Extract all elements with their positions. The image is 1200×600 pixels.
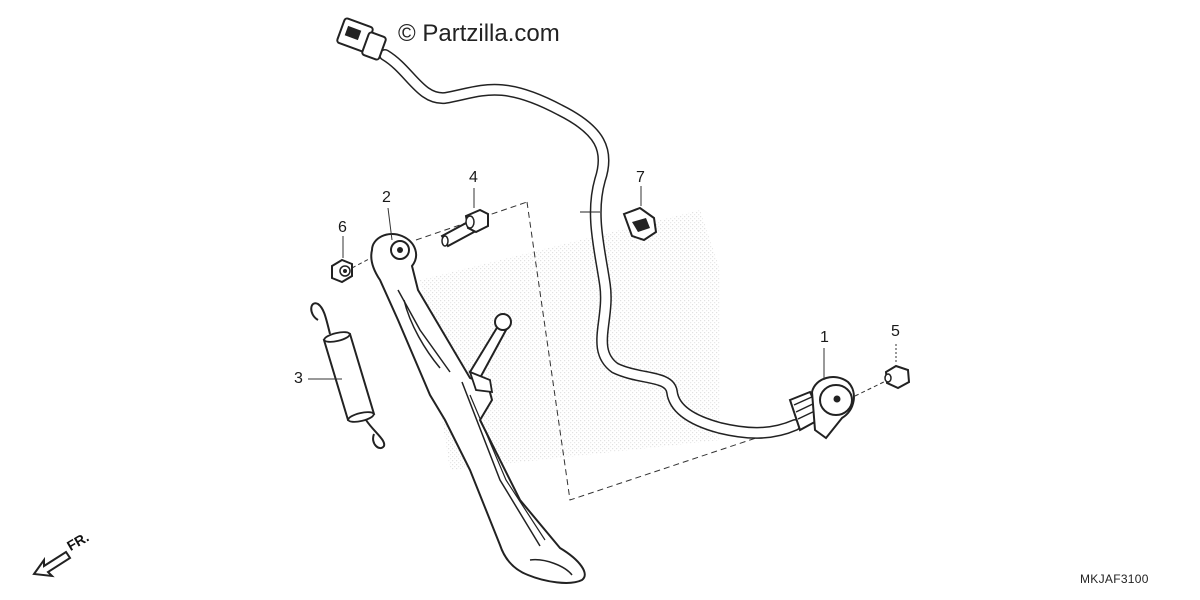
side-stand-switch bbox=[788, 376, 855, 440]
callout-4: 4 bbox=[469, 169, 478, 186]
copyright-watermark: © Partzilla.com bbox=[398, 20, 560, 47]
leader-2 bbox=[387, 207, 393, 241]
callout-2: 2 bbox=[382, 189, 391, 206]
callout-5: 5 bbox=[891, 323, 900, 340]
callout-7: 7 bbox=[636, 169, 645, 186]
callout-1: 1 bbox=[820, 329, 829, 346]
wire-harness bbox=[379, 49, 801, 439]
harness-clip bbox=[622, 206, 658, 242]
background-watermark bbox=[420, 210, 720, 470]
harness-connector bbox=[336, 17, 387, 61]
side-stand bbox=[370, 232, 586, 584]
side-stand-spring bbox=[310, 302, 386, 450]
front-direction-arrow bbox=[32, 550, 72, 578]
pivot-bolt bbox=[440, 208, 489, 248]
callout-3: 3 bbox=[294, 370, 303, 387]
diagram-code: MKJAF3100 bbox=[1080, 572, 1149, 586]
assembly-outline bbox=[526, 201, 811, 501]
switch-bolt bbox=[884, 364, 911, 390]
lock-nut bbox=[331, 258, 353, 284]
callout-6: 6 bbox=[338, 219, 347, 236]
